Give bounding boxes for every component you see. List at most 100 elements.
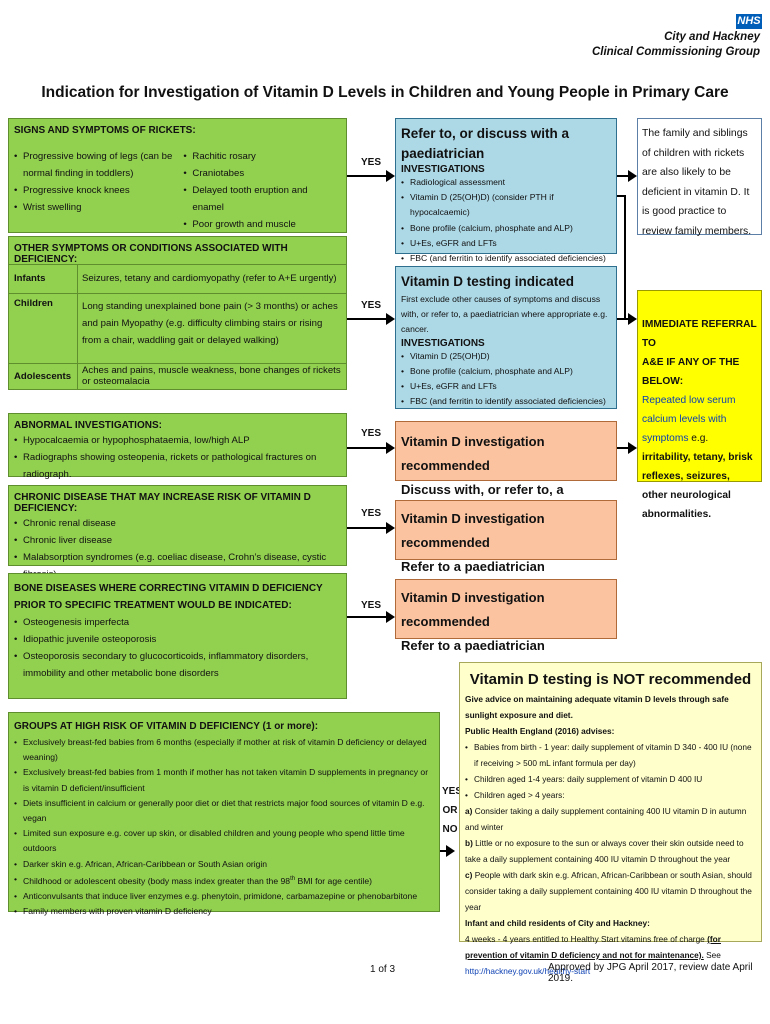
chronic-heading: CHRONIC DISEASE THAT MAY INCREASE RISK O… [14,492,311,514]
not-rec-phe: Public Health England (2016) advises: [465,726,615,736]
obesity-sup: th [290,875,296,882]
testing-indicated-box: Vitamin D testing indicated First exclud… [395,266,617,410]
advice-b-label: b) [465,838,473,848]
page-title: Indication for Investigation of Vitamin … [41,84,729,101]
rec2-line1: Vitamin D investigation recommended [401,511,545,550]
connector-h1 [617,195,625,197]
list-item: Radiographs showing osteopenia, rickets … [14,449,341,483]
list-item: Hypocalcaemia or hypophosphataemia, low/… [14,432,341,449]
immediate-referral-box: IMMEDIATE REFERRAL TO A&E IF ANY OF THE … [637,290,762,520]
rickets-box: SIGNS AND SYMPTOMS OF RICKETS: Progressi… [8,118,347,247]
page-number: 1 of 3 [370,964,396,975]
refer-sub: INVESTIGATIONS [401,164,485,175]
list-item: Wrist swelling [14,199,183,216]
nhs-logo: NHS [736,14,762,29]
list-item: Idiopathic juvenile osteoporosis [14,631,341,648]
arrow-right-5 [347,611,395,623]
testing-intro: First exclude other causes of symptoms a… [401,294,608,335]
abnormal-heading: ABNORMAL INVESTIGATIONS: [14,420,162,431]
row-group: Infants [9,265,78,293]
obesity-text-end: BMI for age centile) [295,875,372,886]
advice-a: a) Consider taking a daily supplement co… [465,803,756,835]
rickets-heading: SIGNS AND SYMPTOMS OF RICKETS: [14,125,196,136]
immediate-symptoms: irritability, tetany, brisk reflexes, se… [642,452,753,520]
row-text: Seizures, tetany and cardiomyopathy (ref… [82,273,337,285]
table-row: Adolescents Aches and pains, muscle weak… [9,363,346,389]
list-item: Rachitic rosary [183,148,341,165]
list-item: Anticonvulsants that induce liver enzyme… [14,889,434,904]
high-risk-box: GROUPS AT HIGH RISK OF VITAMIN D DEFICIE… [8,712,440,920]
rickets-list-2: Rachitic rosary Craniotabes Delayed toot… [183,148,341,250]
other-table: Infants Seizures, tetany and cardiomyopa… [9,265,346,389]
rec1-line1: Vitamin D investigation recommended [401,434,545,473]
recommend-box-3: Vitamin D investigation recommended Refe… [395,579,617,653]
list-item: Children aged > 4 years: [465,787,756,803]
list-item: Family members with proven vitamin D def… [14,904,434,919]
yes-or-no-label: YES OR NO [442,782,462,839]
list-item: Children aged 1-4 years: daily supplemen… [465,771,756,787]
not-recommended-box: Vitamin D testing is NOT recommended Giv… [459,662,762,976]
other-heading: OTHER SYMPTOMS OR CONDITIONS ASSOCIATED … [9,237,346,265]
arrow-right-4 [347,522,395,534]
list-item: Osteogenesis imperfecta [14,614,341,631]
rickets-list-1: Progressive bowing of legs (can be norma… [14,148,183,250]
list-item: Chronic liver disease [14,532,341,549]
advice-c-text: People with dark skin e.g. African, Afri… [465,870,752,912]
high-risk-heading: GROUPS AT HIGH RISK OF VITAMIN D DEFICIE… [14,721,319,732]
not-rec-list: Babies from birth - 1 year: daily supple… [465,739,756,803]
high-risk-list: Exclusively breast-fed babies from 6 mon… [14,735,434,920]
list-item: FBC (and ferritin to identify associated… [401,251,611,266]
recommend-box-1: Vitamin D investigation recommended Disc… [395,421,617,521]
healthy-start: 4 weeks - 4 years entitled to Healthy St… [465,931,756,979]
arrow-right-1 [347,170,395,182]
bone-diseases-box: BONE DISEASES WHERE CORRECTING VITAMIN D… [8,573,347,699]
rec2-line2: Refer to a paediatrician [401,559,545,574]
advice-c-label: c) [465,870,473,880]
rec3-line1: Vitamin D investigation recommended [401,590,545,629]
list-item: Diets insufficient in calcium or general… [14,796,434,826]
arrow-right-2 [347,313,395,325]
hs-bold: (for prevention of vitamin D deficiency … [465,934,721,960]
list-item: Darker skin e.g. African, African-Caribb… [14,857,434,872]
row-text: Long standing unexplained bone pain (> 3… [82,300,338,346]
bone-heading: BONE DISEASES WHERE CORRECTING VITAMIN D… [14,583,323,611]
arrow-to-immediate-2 [617,442,637,454]
testing-sub: INVESTIGATIONS [401,337,485,349]
testing-list: Vitamin D (25(OH)D) Bone profile (calciu… [401,349,611,410]
obesity-text: Childhood or adolescent obesity (body ma… [23,875,291,886]
yes-label-2: YES [361,300,382,311]
list-item: Exclusively breast-fed babies from 1 mon… [14,765,434,795]
refer-list: Radiological assessment Vitamin D (25(OH… [401,175,611,266]
family-note-box: The family and siblings of children with… [637,118,762,237]
advice-a-text: Consider taking a daily supplement conta… [465,806,747,832]
abnormal-list: Hypocalcaemia or hypophosphataemia, low/… [14,432,341,483]
row-group: Adolescents [9,363,78,389]
yes-label-4: YES [361,508,382,519]
table-row: Children Long standing unexplained bone … [9,293,346,363]
refer-title: Refer to, or discuss with a paediatricia… [401,126,570,161]
rec3-line2: Refer to a paediatrician [401,638,545,653]
abnormal-box: ABNORMAL INVESTIGATIONS: Hypocalcaemia o… [8,413,347,480]
no-text: NO [442,824,458,835]
list-item: Vitamin D (25(OH)D) (consider PTH if hyp… [401,190,611,220]
approval-note: Approved by JPG April 2017, review date … [548,962,753,984]
yes-label-1: YES [361,157,382,168]
list-item: Bone profile (calcium, phosphate and ALP… [401,364,611,379]
list-item: Childhood or adolescent obesity (body ma… [14,872,434,889]
hs-text: 4 weeks - 4 years entitled to Healthy St… [465,934,708,944]
calcium-link[interactable]: Repeated low serum calcium levels with s… [642,395,736,444]
list-item: U+Es, eGFR and LFTs [401,236,611,251]
list-item: Radiological assessment [401,175,611,190]
immediate-body: Repeated low serum calcium levels with s… [642,391,757,524]
row-text: Aches and pains, muscle weakness, bone c… [82,365,341,388]
yes-label-3: YES [361,428,382,439]
connector-v1 [624,195,626,319]
org-name-line2: Clinical Commissioning Group [591,46,760,58]
yes-label-5: YES [361,600,382,611]
healthy-start-link[interactable]: http://hackney.gov.uk/healthy-start [465,966,591,976]
list-item: FBC (and ferritin to identify associated… [401,394,611,409]
or-text: OR [442,805,458,816]
recommend-box-2: Vitamin D investigation recommended Refe… [395,500,617,574]
advice-b: b) Little or no exposure to the sun or a… [465,835,756,867]
list-item: Osteoporosis secondary to glucocorticoid… [14,648,341,682]
